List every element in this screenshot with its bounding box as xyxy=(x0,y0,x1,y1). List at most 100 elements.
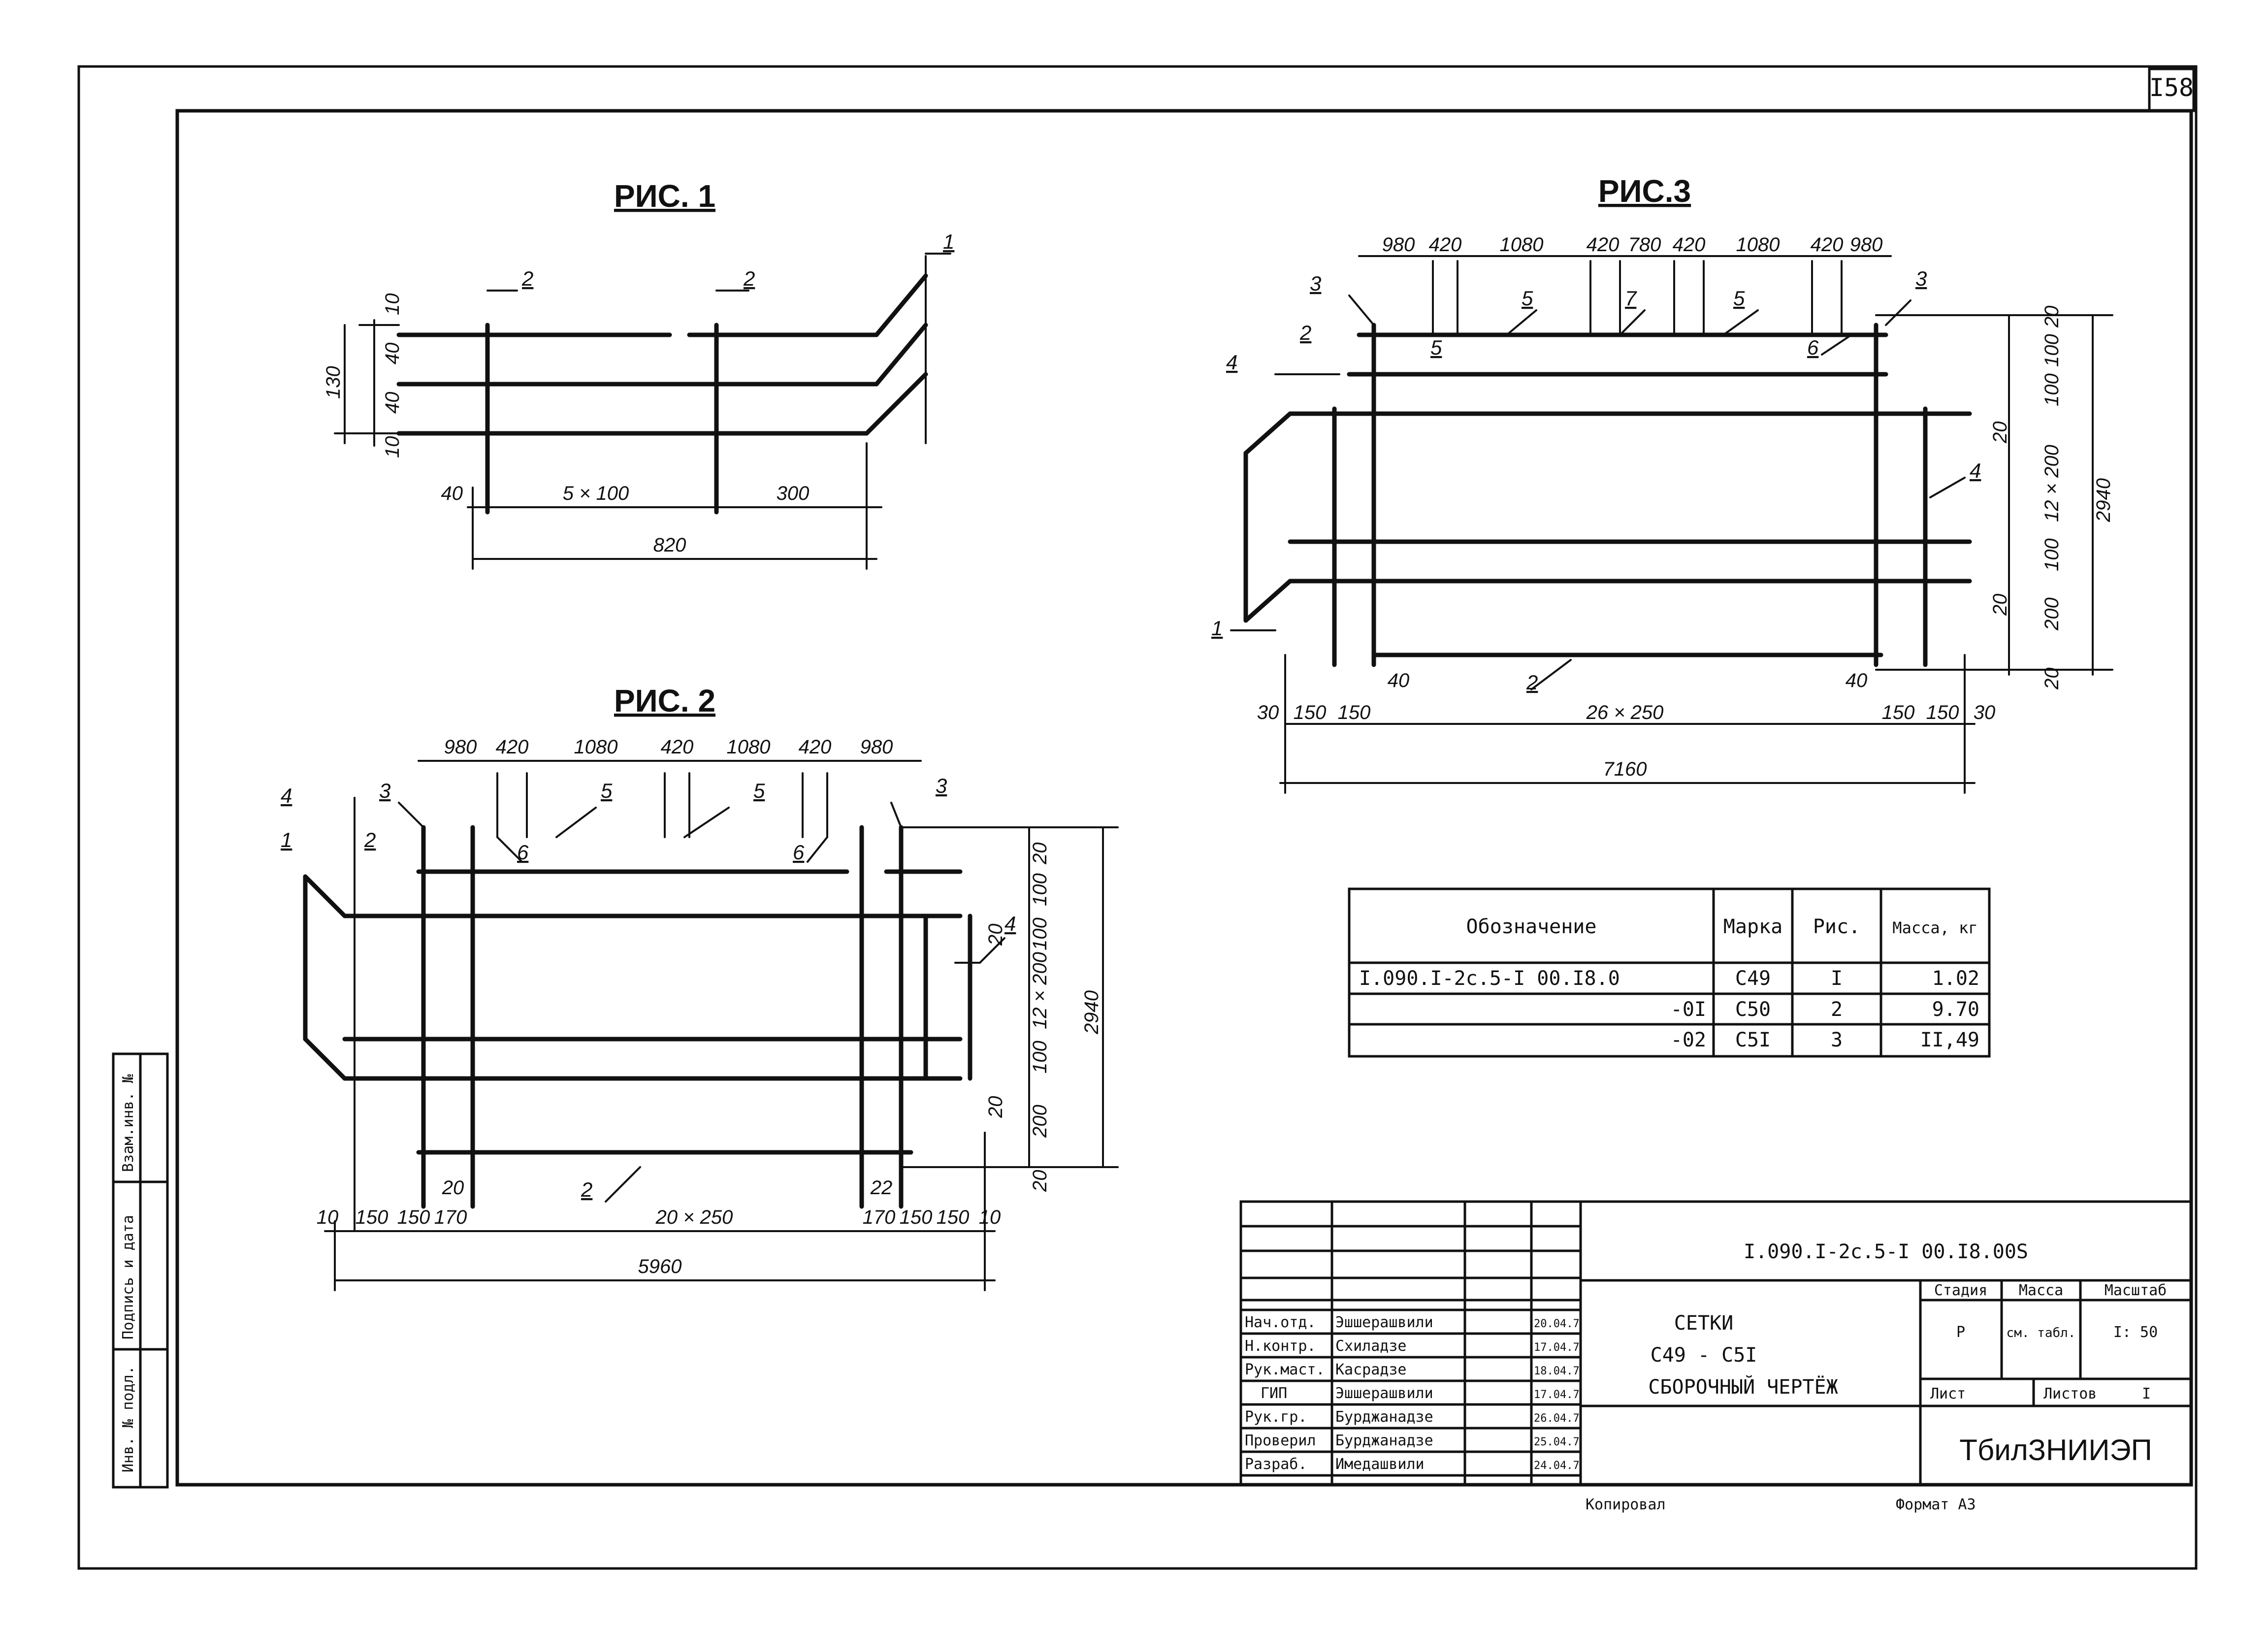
sig-role: Рук.маст. xyxy=(1245,1361,1325,1378)
fig2-dim-right: 100 xyxy=(1029,873,1051,906)
stage-header: Стадия xyxy=(1934,1282,1987,1299)
fig3-label: 2 xyxy=(1526,671,1538,694)
spec-table-grid xyxy=(1348,887,1991,1058)
fig2-dim-right: 100 xyxy=(1029,917,1051,950)
sig-name: Эшшерашвили xyxy=(1335,1314,1433,1331)
fig1-dim: 300 xyxy=(777,483,810,504)
fig1-dim: 820 xyxy=(653,534,686,556)
fig2-title: РИС. 2 xyxy=(614,683,715,718)
spec-header-fig: Рис. xyxy=(1813,915,1860,938)
spec-header-designation: Обозначение xyxy=(1466,915,1597,938)
fig3-dim-bottom: 150 xyxy=(1294,702,1327,723)
title-block-grid xyxy=(1239,1200,2193,1486)
fig2-dim-top: 420 xyxy=(661,736,694,758)
fig3-dim-right: 2940 xyxy=(2093,478,2114,522)
fig1-dim: 40 xyxy=(441,483,463,504)
spec-row-fig: 3 xyxy=(1831,1029,1843,1051)
fig2-dim-bottom: 10 xyxy=(317,1207,339,1228)
spec-row-designation: I.090.I-2с.5-I 00.I8.0 xyxy=(1359,967,1620,990)
stage-value: Р xyxy=(1956,1324,1965,1341)
fig3-dim-right: 12 × 200 xyxy=(2041,445,2063,522)
fig1-dim: 40 xyxy=(382,343,403,365)
fig3-dim-right: 200 xyxy=(2041,597,2063,631)
mass-value: см. табл. xyxy=(2007,1326,2076,1340)
fig2-dim-right-small: 20 xyxy=(985,1096,1006,1119)
spec-row-designation: -02 xyxy=(1671,1029,1706,1051)
spec-row-fig: I xyxy=(1831,967,1843,990)
spec-row-mark: С49 xyxy=(1735,967,1771,990)
sig-role: Рук.гр. xyxy=(1245,1408,1307,1426)
fig2-dim-right: 2940 xyxy=(1081,990,1102,1035)
fig3-dim-bottom: 30 xyxy=(1974,702,1996,723)
fig3-dim-top: 420 xyxy=(1673,234,1706,256)
sig-role: Н.контр. xyxy=(1245,1337,1316,1355)
fig2-dim-bottom: 170 xyxy=(434,1207,467,1228)
fig2-label: 4 xyxy=(281,784,292,807)
fig3-dim-right: 100 xyxy=(2041,373,2063,406)
fig2-dim-top: 420 xyxy=(496,736,529,758)
page-number: I58 xyxy=(2149,73,2194,102)
fig3-dim-inner: 40 xyxy=(1846,670,1868,691)
fig2-label: 5 xyxy=(753,779,765,802)
fig2-label: 2 xyxy=(581,1178,592,1201)
fig2-dim-bottom: 5960 xyxy=(638,1256,682,1277)
fig2-label: 3 xyxy=(936,774,947,797)
fig1-dim: 40 xyxy=(382,392,403,414)
mass-header: Масса xyxy=(2019,1282,2063,1299)
sig-date: 26.04.7 xyxy=(1534,1412,1580,1425)
spec-row-mark: С5I xyxy=(1735,1029,1771,1051)
page-number-box xyxy=(2148,67,2195,112)
fig2-dim-bottom: 150 xyxy=(356,1207,389,1228)
sig-date: 17.04.7 xyxy=(1534,1389,1580,1401)
fig3-dim-right: 100 xyxy=(2041,334,2063,367)
fig1-dim: 130 xyxy=(323,366,344,399)
fig3-title: РИС.3 xyxy=(1598,173,1691,209)
title-line: С49 - С5I xyxy=(1651,1344,1757,1367)
fig3-dim-top: 420 xyxy=(1429,234,1462,256)
fig3-dim-top: 1080 xyxy=(1500,234,1544,256)
fig3-drawing xyxy=(1230,255,2113,794)
fig3-label: 2 xyxy=(1299,321,1311,344)
fig1-drawing xyxy=(334,253,951,570)
sig-name: Касрадзе xyxy=(1335,1361,1407,1378)
fig3-dim-top: 980 xyxy=(1382,234,1415,256)
fig2-dim-right: 20 xyxy=(1029,843,1051,865)
fig2-drawing xyxy=(303,760,1119,1291)
fig2-dim-top: 1080 xyxy=(727,736,771,758)
spec-row-fig: 2 xyxy=(1831,998,1843,1021)
fig2-dim-top: 980 xyxy=(444,736,477,758)
fig1-label: 2 xyxy=(743,267,755,290)
fig3-dim-bottom: 26 × 250 xyxy=(1586,702,1664,723)
fig3-dim-top: 420 xyxy=(1811,234,1844,256)
fig2-dim-right: 20 xyxy=(1029,1170,1051,1193)
fig2-dim-bottom: 150 xyxy=(900,1207,933,1228)
fig3-dim-right: 100 xyxy=(2041,538,2063,571)
fig3-dim-bottom: 7160 xyxy=(1603,758,1647,780)
fig1-label: 2 xyxy=(521,267,533,290)
sheets-label: Листов xyxy=(2043,1385,2097,1403)
fig2-dim-top: 980 xyxy=(860,736,893,758)
outer-border xyxy=(77,65,2198,1570)
sig-date: 17.04.7 xyxy=(1534,1341,1580,1354)
spec-row-mass: 9.70 xyxy=(1932,998,1979,1021)
fig3-dim-right-small: 20 xyxy=(1989,422,2011,444)
fig1-label: 1 xyxy=(943,230,954,253)
fig2-dim-top: 420 xyxy=(799,736,832,758)
fig1-dim: 10 xyxy=(382,294,403,316)
scale-value: I: 50 xyxy=(2113,1324,2158,1341)
sig-name: Бурджанадзе xyxy=(1335,1432,1433,1449)
fig2-dim-bottom: 10 xyxy=(979,1207,1001,1228)
fig3-dim-bottom: 150 xyxy=(1338,702,1371,723)
fig3-dim-bottom: 150 xyxy=(1882,702,1915,723)
spec-row-mark: С50 xyxy=(1735,998,1771,1021)
fig2-dim-right: 200 xyxy=(1029,1105,1051,1138)
sheet-label: Лист xyxy=(1930,1385,1966,1403)
title-doc-code: I.090.I-2с.5-I 00.I8.00S xyxy=(1744,1240,2028,1263)
org-name: ТбилЗНИИЭП xyxy=(1959,1434,2152,1467)
fig3-dim-right-small: 20 xyxy=(1989,594,2011,617)
fig3-dim-inner: 40 xyxy=(1388,670,1410,691)
fig3-label: 3 xyxy=(1915,267,1927,290)
sig-date: 25.04.7 xyxy=(1534,1436,1580,1448)
fig2-label: 4 xyxy=(1004,912,1016,935)
fig2-dim-bottom: 150 xyxy=(937,1207,970,1228)
